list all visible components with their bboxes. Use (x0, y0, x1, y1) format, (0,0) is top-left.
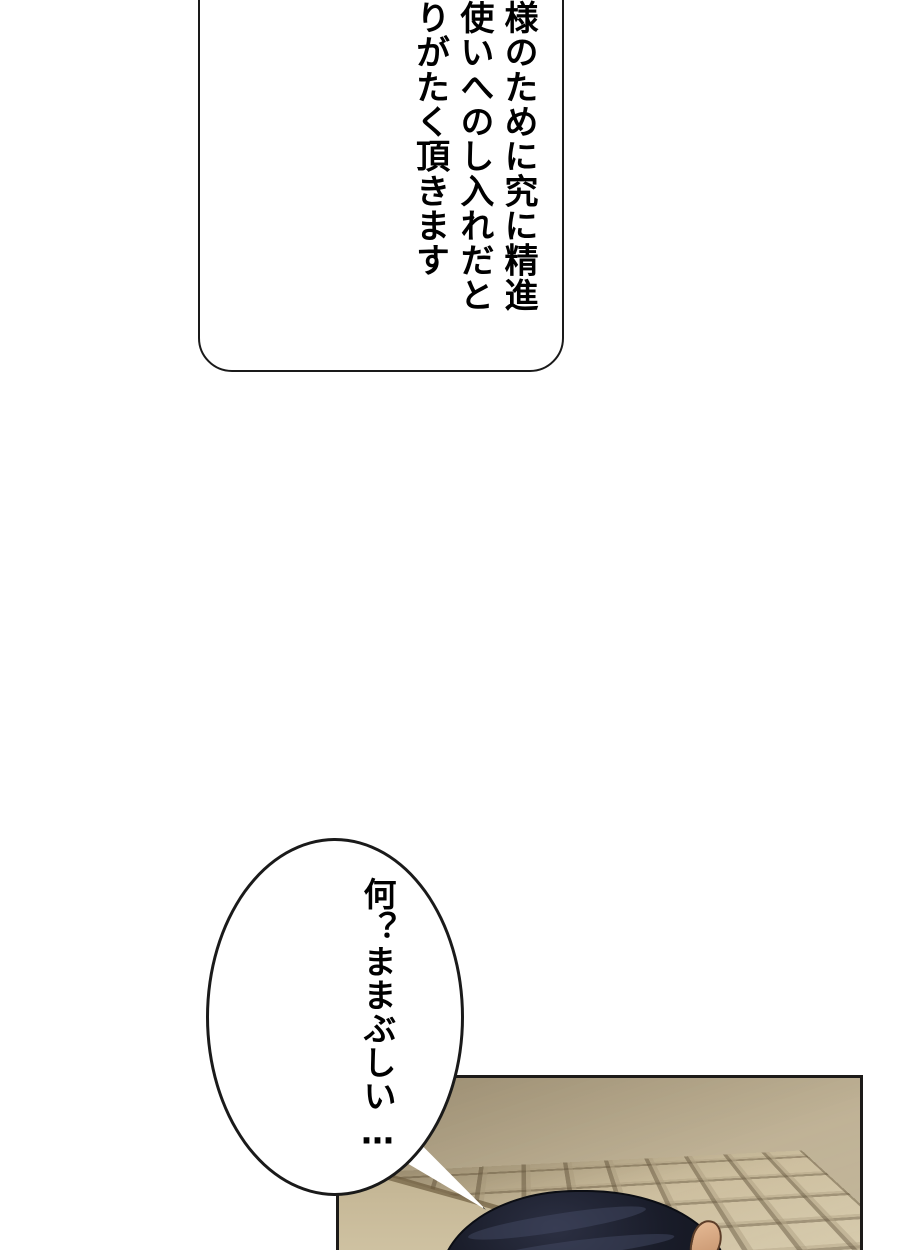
speech-bubble-oval-group: 何？ままぶしい… (206, 838, 474, 1200)
speech-bubble-2-text: 何？ままぶしい… (358, 877, 397, 1153)
speech-bubble-1-text: 爵令嬢様のために究に精進する法使いへのし入れだと思ってりがたく頂きます (409, 0, 538, 313)
speech-bubble-oval: 何？ままぶしい… (206, 838, 464, 1196)
speech-bubble-rounded-rect: 爵令嬢様のために究に精進する法使いへのし入れだと思ってりがたく頂きます (198, 0, 564, 372)
